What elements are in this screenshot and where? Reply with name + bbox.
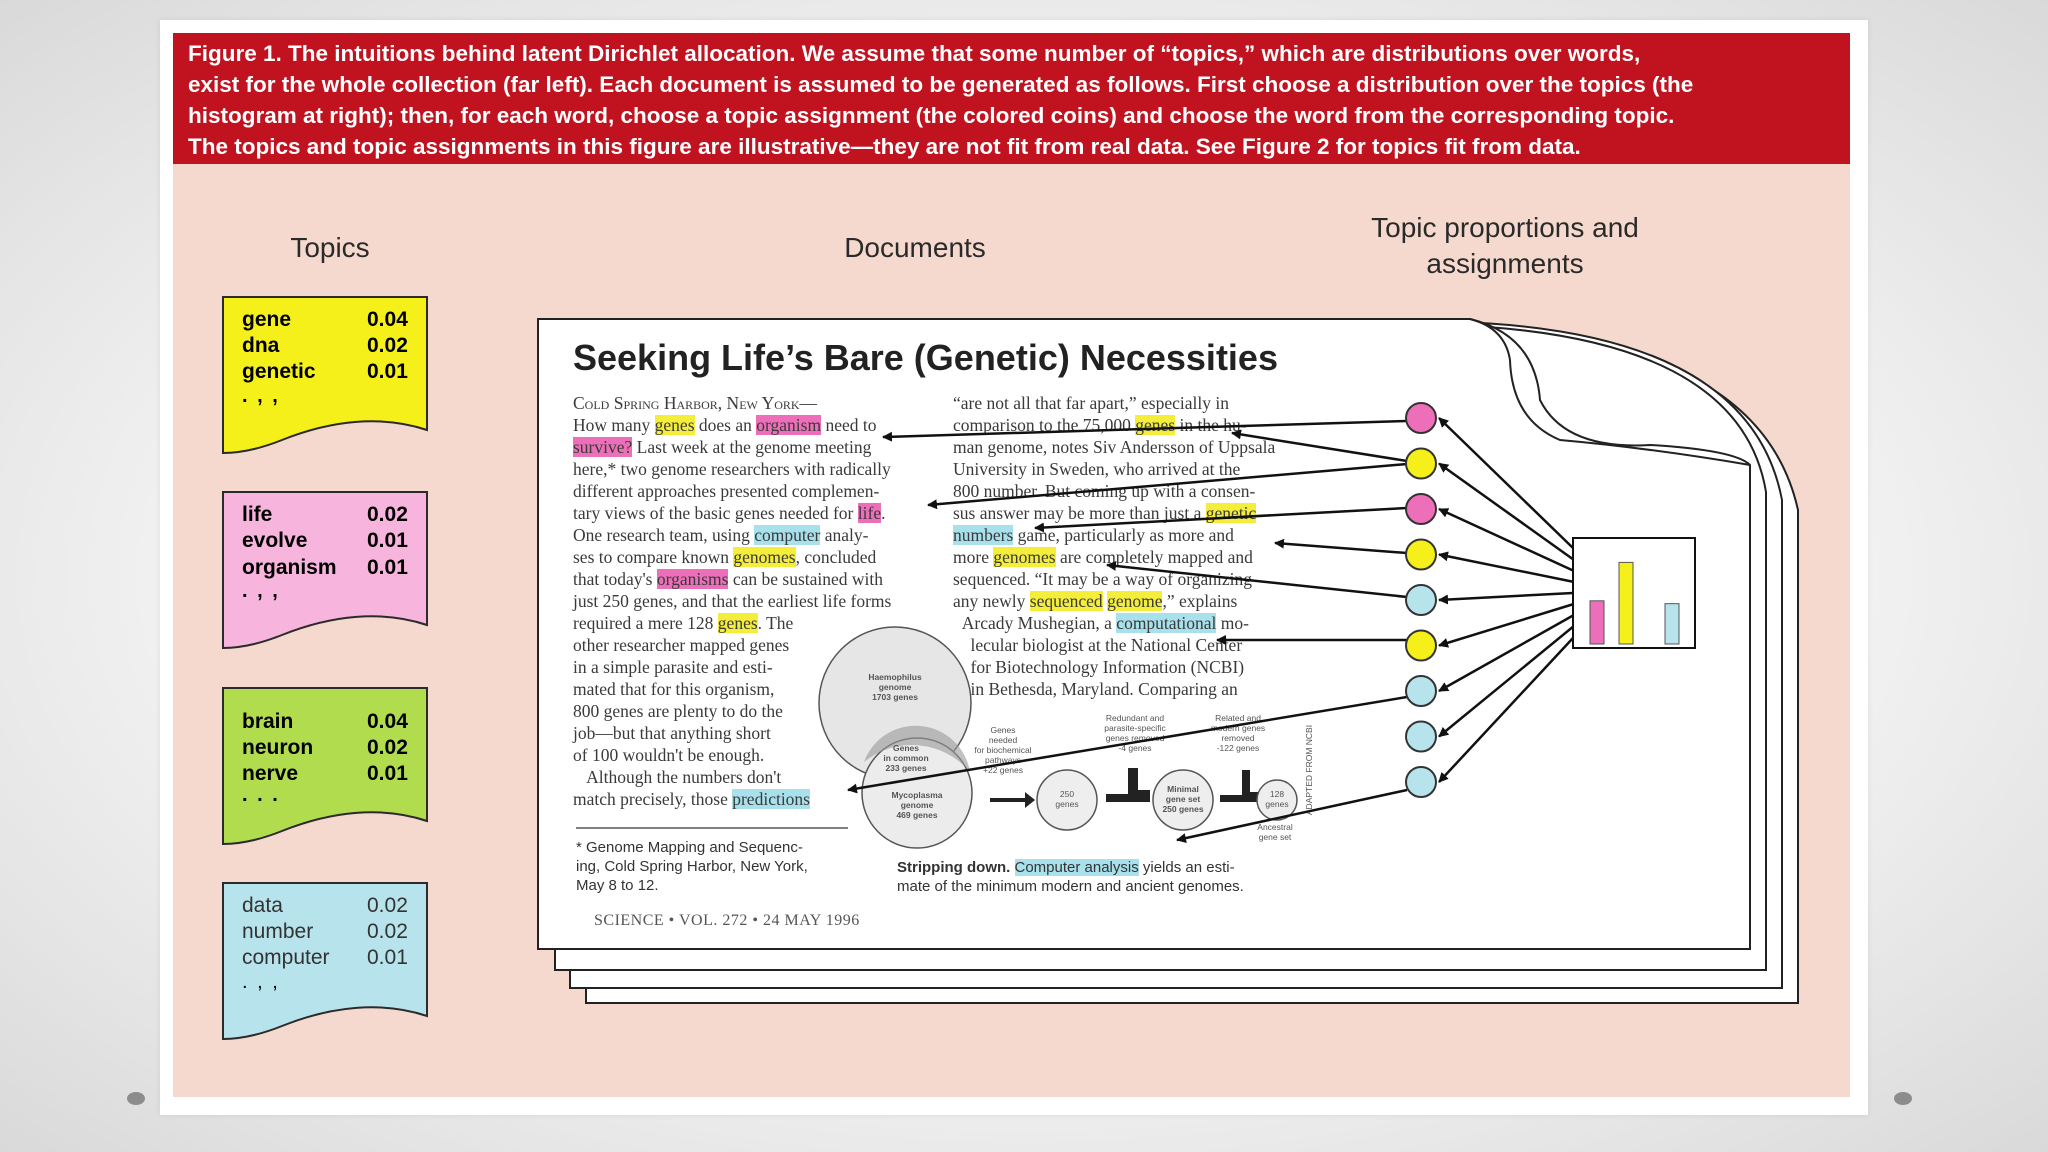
topic-coin: [1406, 494, 1436, 524]
fan-arrow: [1439, 509, 1573, 571]
topic-coin: [1406, 676, 1436, 706]
topic-coin: [1406, 403, 1436, 433]
topic-assignment-coins: [1406, 403, 1436, 797]
fan-arrow: [1439, 555, 1573, 582]
topic-coin: [1406, 767, 1436, 797]
fan-arrow: [1439, 464, 1573, 560]
topic-coin: [1406, 631, 1436, 661]
fan-arrow: [1439, 604, 1573, 645]
fan-arrow: [1439, 418, 1573, 548]
topic-coin: [1406, 722, 1436, 752]
coin-to-word-arrows: [848, 421, 1407, 840]
topic-coin: [1406, 585, 1436, 615]
word-arrow: [1232, 433, 1407, 461]
fan-arrow: [1439, 627, 1573, 737]
word-arrow: [848, 697, 1407, 790]
histogram-to-coin-arrows: [1439, 418, 1573, 782]
histogram-bar-yellow: [1619, 562, 1633, 644]
word-arrow: [1035, 508, 1407, 528]
word-arrow: [1107, 565, 1407, 597]
word-arrow: [1177, 790, 1407, 840]
word-arrow: [883, 421, 1407, 437]
fan-arrow: [1439, 593, 1573, 600]
histogram-bar-pink: [1590, 601, 1604, 644]
word-arrow: [1275, 543, 1407, 553]
fan-arrow: [1439, 638, 1573, 782]
fan-arrow: [1439, 616, 1573, 692]
word-arrow: [928, 464, 1407, 505]
topic-coin: [1406, 449, 1436, 479]
histogram-bar-blue: [1665, 604, 1679, 644]
topic-coin: [1406, 540, 1436, 570]
